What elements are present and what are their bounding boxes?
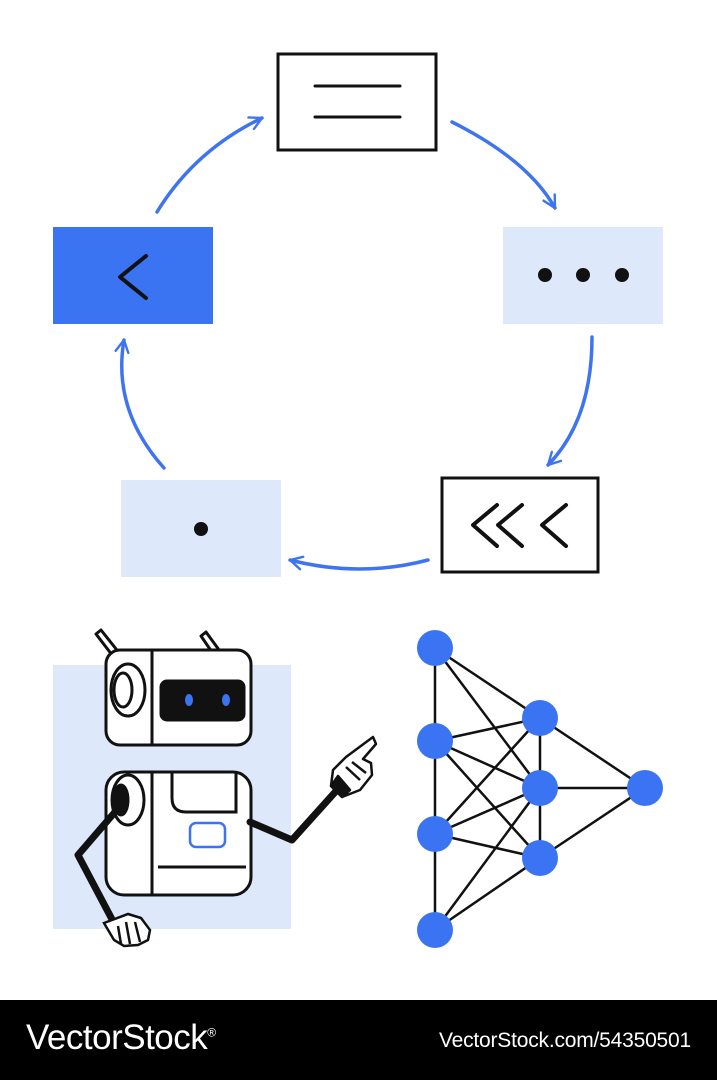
stock-image-id: VectorStock.com/54350501 — [438, 1029, 691, 1052]
robot-head — [104, 648, 253, 747]
cycle-step-bottom-left — [121, 480, 281, 577]
ellipsis-icon — [538, 268, 629, 282]
network-node — [522, 770, 558, 806]
network-node — [417, 816, 453, 852]
robot-right-arm — [246, 735, 378, 844]
network-node — [417, 912, 453, 948]
network-node — [417, 723, 453, 759]
brand-logo: VectorStock® — [26, 1018, 216, 1058]
neural-network-icon — [417, 630, 663, 948]
arrow-top-to-right — [450, 120, 557, 210]
network-node — [417, 630, 453, 666]
robot-left-hand — [102, 912, 152, 948]
cycle-step-top — [276, 52, 438, 152]
triple-chevron-left-icon — [471, 503, 568, 548]
robot-body — [104, 770, 253, 897]
arrow-right-to-bottom-right — [546, 335, 594, 467]
robot-icon — [53, 628, 378, 948]
cycle-step-left — [53, 227, 213, 324]
network-nodes — [417, 630, 663, 948]
cycle-step-right — [503, 227, 663, 324]
network-node — [627, 770, 663, 806]
cycle-arrows — [114, 116, 594, 571]
brand-name: VectorStock — [26, 1018, 208, 1057]
dot-icon — [194, 522, 208, 536]
network-node — [522, 700, 558, 736]
network-node — [522, 840, 558, 876]
cycle-step-bottom-right — [440, 476, 600, 574]
robot-chest-panel — [188, 821, 227, 849]
watermark-footer: VectorStock® VectorStock.com/54350501 — [0, 1000, 717, 1080]
robot-eyes — [185, 694, 230, 706]
chevron-left-icon — [118, 254, 148, 300]
arrow-bottom-right-to-bottom-left — [288, 555, 430, 571]
arrow-left-to-top — [155, 116, 264, 214]
menu-lines-icon — [313, 84, 402, 119]
registered-mark: ® — [207, 1025, 216, 1040]
robot-pointing-hand — [329, 735, 378, 799]
robot-left-arm — [74, 801, 152, 948]
illustration-canvas — [53, 52, 663, 948]
arrow-bottom-left-to-left — [114, 338, 166, 470]
robot-visor — [159, 679, 246, 722]
